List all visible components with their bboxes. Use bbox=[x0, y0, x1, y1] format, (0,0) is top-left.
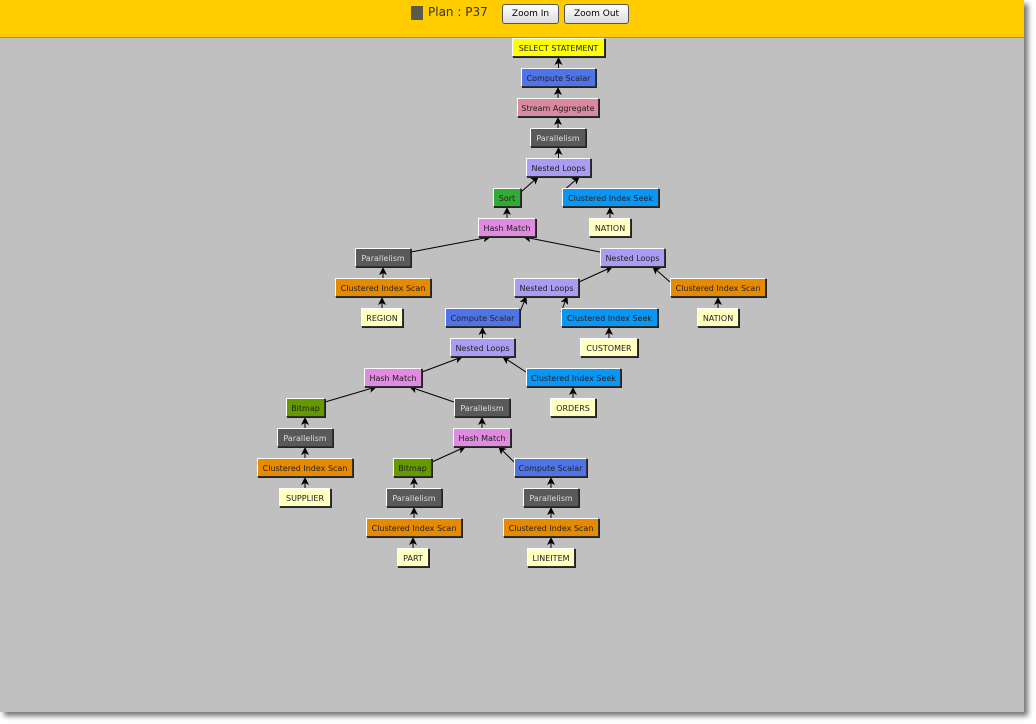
plan-node-nested-loops[interactable]: Nested Loops bbox=[600, 248, 665, 267]
plan-node-nested-loops[interactable]: Nested Loops bbox=[526, 158, 591, 177]
plan-edge bbox=[519, 296, 528, 313]
plan-edge bbox=[498, 446, 515, 463]
plan-edge bbox=[410, 234, 491, 253]
plan-node-nation[interactable]: NATION bbox=[589, 218, 631, 237]
plan-edge bbox=[652, 266, 671, 283]
plan-node-stream-aggregate[interactable]: Stream Aggregate bbox=[517, 98, 599, 117]
plan-node-select-statement[interactable]: SELECT STATEMENT bbox=[512, 38, 605, 57]
plan-node-parallelism[interactable]: Parallelism bbox=[277, 428, 333, 447]
plan-node-nation[interactable]: NATION bbox=[697, 308, 739, 327]
plan-node-parallelism[interactable]: Parallelism bbox=[454, 398, 510, 417]
plan-node-compute-scalar[interactable]: Compute Scalar bbox=[521, 68, 596, 87]
plan-node-parallelism[interactable]: Parallelism bbox=[530, 128, 586, 147]
plan-node-clustered-index-scan[interactable]: Clustered Index Scan bbox=[257, 458, 353, 477]
plan-node-hash-match[interactable]: Hash Match bbox=[453, 428, 511, 447]
toolbar: Plan : P37 Zoom In Zoom Out bbox=[0, 0, 1024, 38]
plan-node-parallelism[interactable]: Parallelism bbox=[355, 248, 411, 267]
plan-node-sort[interactable]: Sort bbox=[493, 188, 521, 207]
plan-edge bbox=[409, 385, 455, 403]
plan-node-bitmap[interactable]: Bitmap bbox=[286, 398, 325, 417]
plan-node-compute-scalar[interactable]: Compute Scalar bbox=[514, 458, 587, 477]
plan-edge bbox=[431, 446, 466, 463]
plan-node-clustered-index-seek[interactable]: Clustered Index Seek bbox=[562, 188, 659, 207]
plan-node-clustered-index-scan[interactable]: Clustered Index Scan bbox=[335, 278, 431, 297]
plan-node-customer[interactable]: CUSTOMER bbox=[580, 338, 638, 357]
plan-node-clustered-index-seek[interactable]: Clustered Index Seek bbox=[561, 308, 658, 327]
plan-title: Plan : P37 bbox=[428, 5, 488, 19]
zoom-in-button[interactable]: Zoom In bbox=[502, 4, 559, 24]
plan-node-lineitem[interactable]: LINEITEM bbox=[527, 548, 575, 567]
plan-node-nested-loops[interactable]: Nested Loops bbox=[450, 338, 515, 357]
plan-node-part[interactable]: PART bbox=[397, 548, 429, 567]
plan-edge bbox=[421, 355, 463, 373]
plan-node-parallelism[interactable]: Parallelism bbox=[523, 488, 579, 507]
plan-node-compute-scalar[interactable]: Compute Scalar bbox=[445, 308, 520, 327]
plan-viewer-window: Plan : P37 Zoom In Zoom Out SELECT STATE… bbox=[0, 0, 1024, 712]
plan-node-hash-match[interactable]: Hash Match bbox=[478, 218, 536, 237]
plan-edge bbox=[502, 356, 527, 373]
plan-color-swatch bbox=[411, 6, 423, 20]
plan-node-nested-loops[interactable]: Nested Loops bbox=[514, 278, 579, 297]
plan-edges bbox=[301, 57, 722, 548]
plan-node-orders[interactable]: ORDERS bbox=[550, 398, 596, 417]
plan-node-supplier[interactable]: SUPPLIER bbox=[279, 488, 331, 507]
plan-node-clustered-index-scan[interactable]: Clustered Index Scan bbox=[366, 518, 462, 537]
plan-node-bitmap[interactable]: Bitmap bbox=[393, 458, 432, 477]
plan-node-clustered-index-seek[interactable]: Clustered Index Seek bbox=[526, 368, 621, 387]
plan-node-parallelism[interactable]: Parallelism bbox=[386, 488, 442, 507]
plan-edge bbox=[578, 266, 613, 283]
plan-node-region[interactable]: REGION bbox=[361, 308, 403, 327]
plan-node-clustered-index-scan[interactable]: Clustered Index Scan bbox=[503, 518, 599, 537]
plan-edge bbox=[324, 385, 377, 403]
plan-edge bbox=[523, 234, 601, 253]
plan-node-hash-match[interactable]: Hash Match bbox=[364, 368, 422, 387]
zoom-out-button[interactable]: Zoom Out bbox=[564, 4, 629, 24]
plan-node-clustered-index-scan[interactable]: Clustered Index Scan bbox=[670, 278, 766, 297]
plan-edge bbox=[520, 176, 539, 193]
